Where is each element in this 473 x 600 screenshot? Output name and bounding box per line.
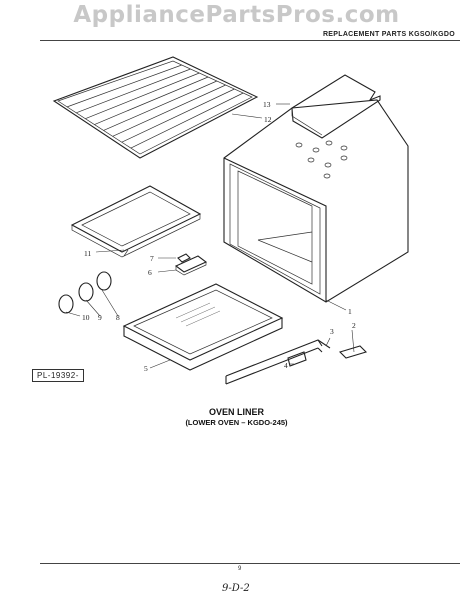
plate-number: PL-19392- [32,369,84,382]
watermark-text: AppliancePartsPros.com [73,2,400,28]
callout-1: 1 [348,307,352,316]
rack-rod [76,68,191,114]
header-title: REPLACEMENT PARTS KGSO/KGDO [322,31,455,38]
callout-12: 12 [264,115,272,124]
callout-13: 13 [263,100,271,109]
rack-rod [121,88,235,143]
footer-rule [40,563,460,564]
oven-liner-part [223,74,409,303]
leader-lines [65,103,355,369]
callout-10: 10 [82,313,90,322]
rack-rod [103,80,218,131]
ring-clip-parts [58,271,112,314]
small-bracket-parts [174,253,208,276]
rack-rod [85,72,200,119]
diagram-title: OVEN LINER [208,407,264,417]
callout-3: 3 [330,327,334,336]
handwritten-note: 9-D-2 [222,583,250,594]
callout-5: 5 [144,364,148,373]
callout-9: 9 [98,313,102,322]
rack-rod [130,92,244,149]
bottom-pan-part [122,283,284,371]
callout-4: 4 [284,361,288,370]
diagram-subtitle: (LOWER OVEN – KGDO-245) [185,418,288,427]
callout-2: 2 [352,321,356,330]
rack-rod [66,64,182,108]
header-rule [40,40,460,41]
burner-tube-part [225,339,368,385]
broiler-grid-part [70,185,202,258]
callout-6: 6 [148,268,152,277]
rack-rod [94,76,209,125]
footer-page-number: 9 [238,566,242,572]
callout-7: 7 [150,254,154,263]
oven-rack-part [52,56,259,159]
callout-numbers: 13 12 11 7 6 10 9 8 1 2 3 4 5 [82,100,356,373]
rack-rod [112,84,226,137]
callout-8: 8 [116,313,120,322]
callout-11: 11 [84,249,91,258]
